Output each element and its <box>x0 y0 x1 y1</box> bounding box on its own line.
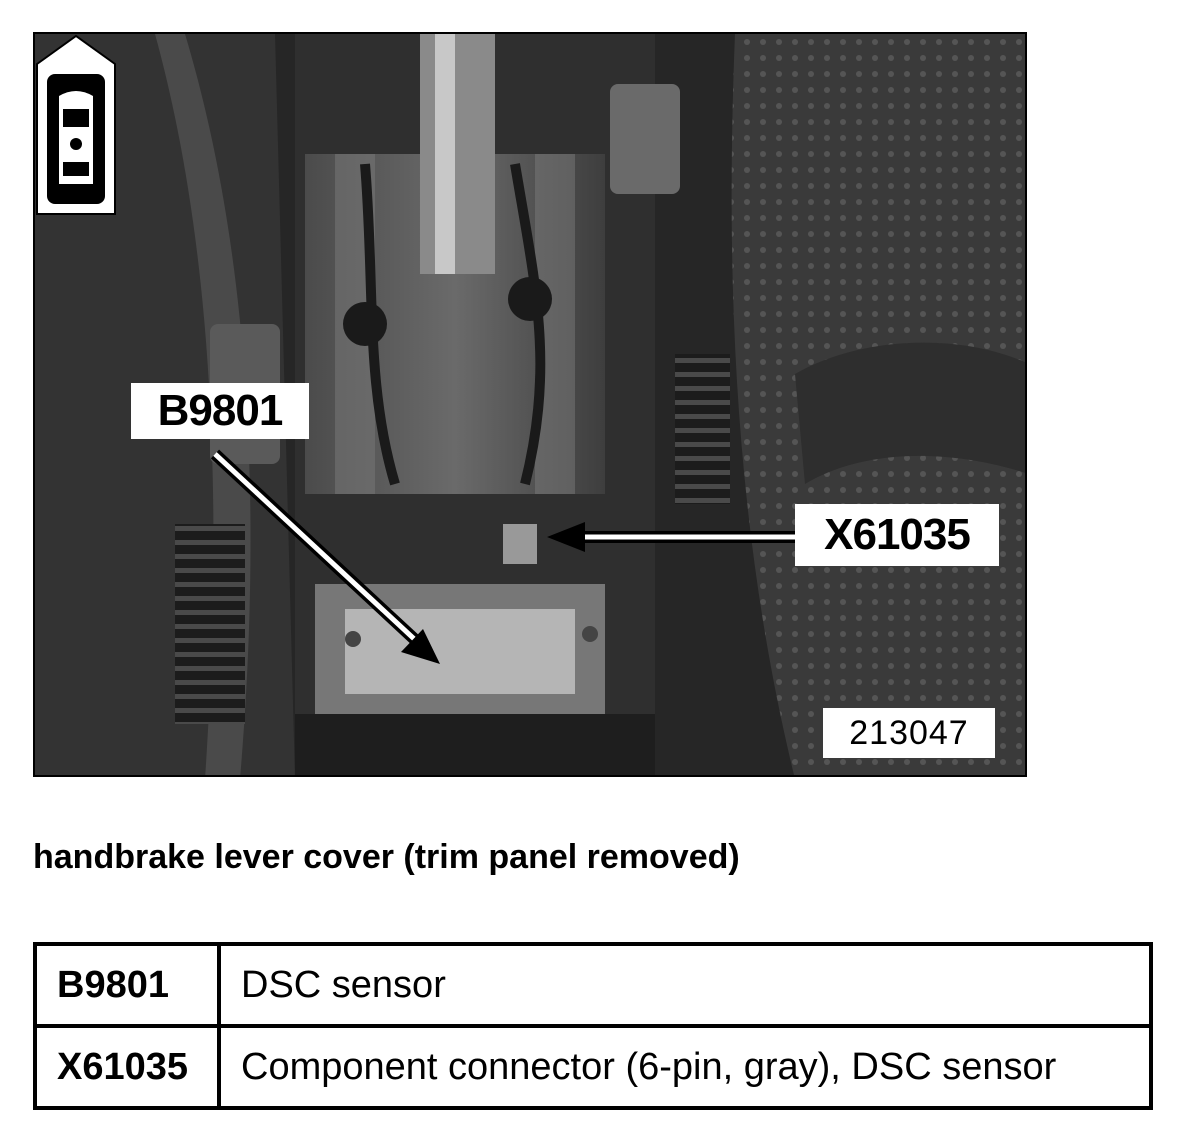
component-photo: B9801 X61035 213047 <box>33 32 1027 777</box>
image-number: 213047 <box>823 708 995 758</box>
console-illustration <box>35 34 1025 775</box>
legend-code: X61035 <box>33 1024 221 1110</box>
legend-description: DSC sensor <box>217 942 1153 1028</box>
legend-description: Component connector (6-pin, gray), DSC s… <box>217 1024 1153 1110</box>
car-top-view-icon <box>36 34 116 215</box>
legend-code: B9801 <box>33 942 221 1028</box>
callout-x61035: X61035 <box>795 504 999 566</box>
legend-row: B9801 DSC sensor <box>33 942 1153 1028</box>
callout-b9801: B9801 <box>131 383 309 439</box>
figure-caption: handbrake lever cover (trim panel remove… <box>33 838 740 876</box>
legend-table: B9801 DSC sensor X61035 Component connec… <box>33 942 1153 1110</box>
legend-row: X61035 Component connector (6-pin, gray)… <box>33 1024 1153 1110</box>
